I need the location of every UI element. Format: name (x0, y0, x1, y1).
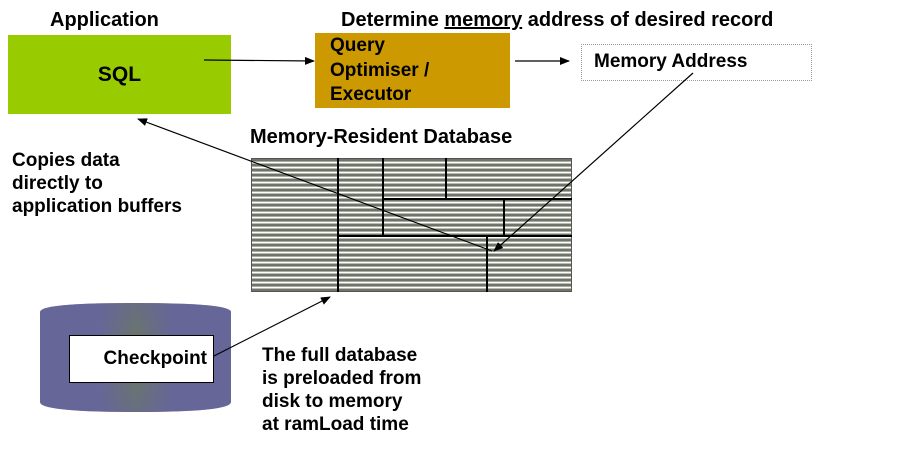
arrow-sql-to-query (203, 56, 315, 65)
query-line-3: Executor (330, 84, 412, 105)
determine-address-label: Determine memory address of desired reco… (341, 9, 773, 32)
sql-label: SQL (97, 62, 142, 86)
preload-line-3: disk to memory (262, 391, 403, 412)
query-optimiser-box: Query Optimiser / Executor (315, 33, 510, 108)
query-line-2: Optimiser / (330, 59, 430, 81)
query-line-1: Query (330, 35, 385, 56)
memory-resident-database-label: Memory-Resident Database (250, 126, 513, 148)
preload-line-1: The full database (262, 345, 418, 366)
determine-suffix: address of desired record (522, 9, 774, 31)
preload-line-4: at ramLoad time (262, 414, 409, 435)
checkpoint-label: Checkpoint (103, 348, 207, 369)
checkpoint-box: Checkpoint (69, 335, 214, 383)
memory-resident-database-grid (251, 158, 572, 292)
grid-partitions (337, 158, 572, 292)
arrow-record-to-sql (137, 118, 493, 252)
copies-line-2: directly to (12, 173, 103, 194)
copies-line-3: application buffers (12, 196, 182, 217)
determine-underlined-word: memory (444, 9, 523, 31)
arrow-address-to-record (493, 72, 694, 252)
memory-address-box: Memory Address (581, 44, 812, 81)
memory-address-label: Memory Address (594, 51, 748, 72)
arrow-checkpoint-to-db (209, 296, 331, 359)
application-label: Application (50, 9, 159, 31)
copies-data-label: Copies data directly to application buff… (12, 149, 182, 218)
preload-description: The full database is preloaded from disk… (262, 344, 421, 436)
determine-prefix: Determine (341, 9, 445, 31)
sql-box: SQL (8, 35, 231, 114)
preload-line-2: is preloaded from (262, 368, 422, 389)
copies-line-1: Copies data (12, 150, 120, 171)
